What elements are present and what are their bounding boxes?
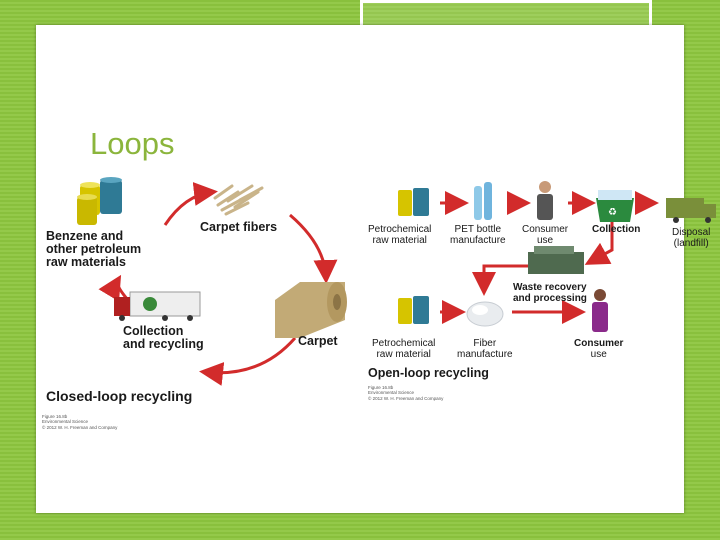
carpet-roll-icon xyxy=(275,282,347,338)
slide-title: Loops xyxy=(90,126,175,161)
pet-bottles-icon xyxy=(474,182,492,220)
barrels-icon xyxy=(77,177,122,225)
collection-truck-icon xyxy=(114,291,201,321)
consumer-woman-icon xyxy=(592,289,608,332)
carpet-label: Carpet xyxy=(298,334,338,348)
recycling-bin-icon: ♻ xyxy=(596,190,634,222)
carpet-fibers-icon xyxy=(213,184,264,216)
barrels-icon xyxy=(398,188,429,216)
closed-loop-arrow-top xyxy=(163,182,218,226)
barrels-icon xyxy=(398,296,429,324)
waste-facility-icon xyxy=(528,246,584,274)
disposal-label: Disposal(landfill) xyxy=(672,227,711,249)
collection-label: Collection xyxy=(592,224,641,235)
fiber-clump-icon xyxy=(466,301,504,327)
closed-loop-title: Closed-loop recycling xyxy=(46,388,193,404)
carpet-fibers-label: Carpet fibers xyxy=(200,220,278,234)
arrow-waste-to-fiber xyxy=(472,264,528,296)
consumer-person-icon xyxy=(537,181,553,220)
garbage-truck-icon xyxy=(666,198,716,223)
svg-text:♻: ♻ xyxy=(608,207,617,218)
closed-loop-arrow-right xyxy=(289,213,338,284)
closed-loop-arrow-bottom xyxy=(199,337,297,386)
arrow-collection-to-waste xyxy=(584,222,614,265)
open-loop-title: Open-loop recycling xyxy=(368,366,489,380)
